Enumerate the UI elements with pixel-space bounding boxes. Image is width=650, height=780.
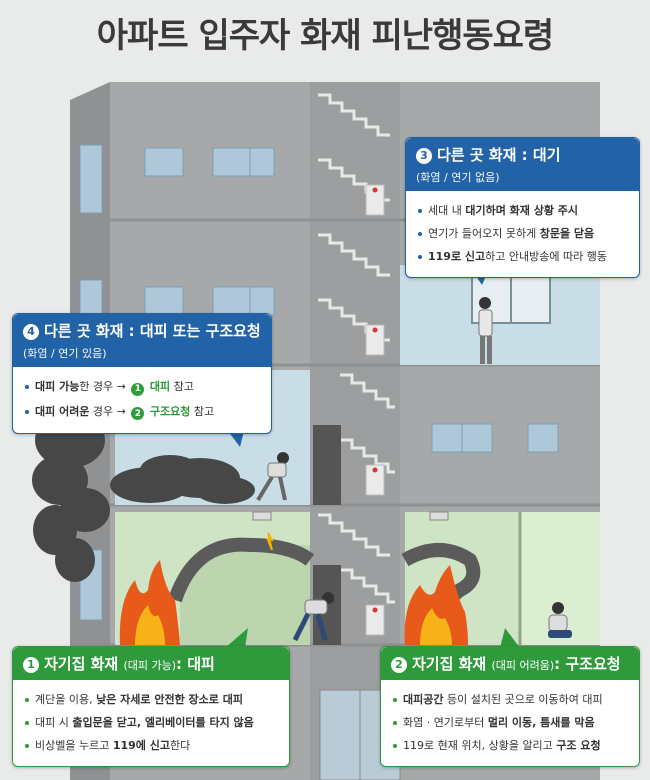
list-item: 대피 시 출입문을 닫고, 엘리베이터를 타지 않음 — [25, 714, 279, 730]
page-title: 아파트 입주자 화재 피난행동요령 — [96, 16, 554, 56]
callout-own-fire-rescue-body: 대피공간 등이 설치된 곳으로 이동하여 대피 화염 · 연기로부터 멀리 이동… — [381, 680, 639, 766]
fire-unit-2 — [404, 565, 468, 645]
list-item: 대피 어려운 경우 → 2 구조요청 참고 — [25, 403, 261, 420]
badge-3: 3 — [416, 147, 432, 164]
badge-4: 4 — [23, 323, 39, 340]
list-item: 연기가 들어오지 못하게 창문을 닫음 — [418, 225, 629, 241]
badge-1: 1 — [23, 656, 39, 673]
callout-wait-subtitle: (화염 / 연기 없음) — [416, 171, 500, 184]
smoke-room-4 — [110, 455, 255, 504]
list-item: 119로 신고하고 안내방송에 따라 행동 — [418, 248, 629, 264]
callout-own-fire-evacuate-body: 계단을 이용, 낮은 자세로 안전한 장소로 대피 대피 시 출입문을 닫고, … — [13, 680, 289, 766]
resident-running — [256, 452, 289, 502]
callout-evacuate-header: 4 다른 곳 화재 : 대피 또는 구조요청 (화염 / 연기 있음) — [13, 314, 271, 367]
badge-2: 2 — [391, 656, 407, 673]
list-item: 대피공간 등이 설치된 곳으로 이동하여 대피 — [393, 691, 629, 707]
resident-escaping — [292, 592, 334, 642]
callout-wait-header: 3 다른 곳 화재 : 대기 (화염 / 연기 없음) — [406, 138, 639, 191]
list-item: 계단을 이용, 낮은 자세로 안전한 장소로 대피 — [25, 691, 279, 707]
list-item: 비상벨을 누르고 119에 신고한다 — [25, 737, 279, 753]
resident-rescue — [548, 602, 572, 638]
callout-evacuate-body: 대피 가능한 경우 → 1 대피 참고 대피 어려운 경우 → 2 구조요청 참… — [13, 367, 271, 433]
list-item: 대피 가능한 경우 → 1 대피 참고 — [25, 378, 261, 396]
list-item: 화염 · 연기로부터 멀리 이동, 틈새를 막음 — [393, 714, 629, 730]
fire-unit-1 — [119, 560, 180, 645]
callout-wait-body: 세대 내 대기하며 화재 상황 주시 연기가 들어오지 못하게 창문을 닫음 1… — [406, 191, 639, 277]
list-item: 세대 내 대기하며 화재 상황 주시 — [418, 202, 629, 218]
callout-evacuate-subtitle: (화염 / 연기 있음) — [23, 347, 107, 360]
stair-door — [313, 425, 341, 505]
callout-evacuate-or-rescue: 4 다른 곳 화재 : 대피 또는 구조요청 (화염 / 연기 있음) 대피 가능… — [12, 313, 272, 434]
list-item: 119로 현재 위치, 상황을 알리고 구조 요청 — [393, 737, 629, 753]
callout-evacuate-title: 다른 곳 화재 : 대피 또는 구조요청 — [44, 322, 261, 340]
callout-wait: 3 다른 곳 화재 : 대기 (화염 / 연기 없음) 세대 내 대기하며 화재 … — [405, 137, 640, 278]
callout-wait-title: 다른 곳 화재 : 대기 — [437, 146, 561, 164]
resident-waiting — [478, 297, 493, 364]
